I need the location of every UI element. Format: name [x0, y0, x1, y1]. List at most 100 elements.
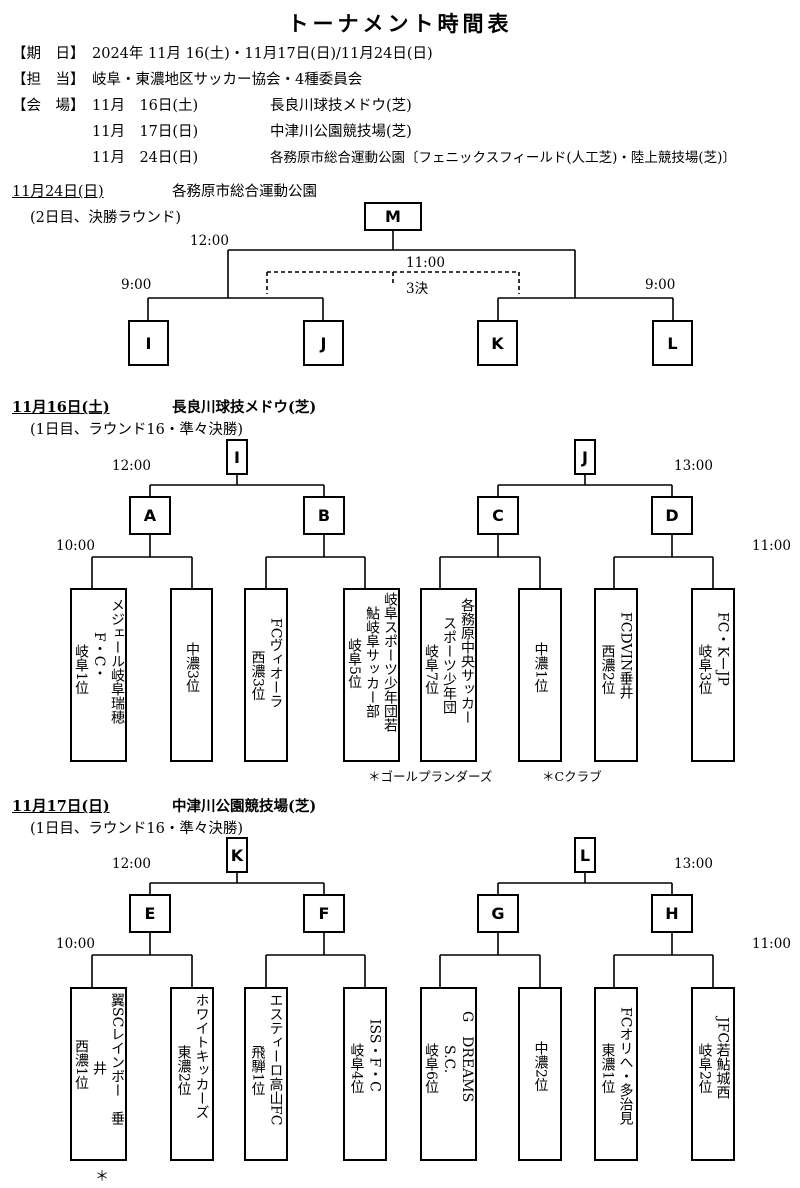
day2-time-right-r16: 11:00 [752, 936, 791, 952]
semi-left-time: 9:00 [121, 277, 152, 293]
day2-qf-box-f: F [303, 894, 345, 933]
day1-note-1: ＊ゴールプランダーズ [368, 769, 493, 784]
day1-team-5: 各務原中央サッカー スポーツ少年団 岐阜7位 [420, 588, 477, 762]
final-round-subtitle: (2日目、決勝ラウンド) [30, 210, 182, 226]
day2-team-8: JFC若鮎城西 岐阜2位 [691, 987, 735, 1161]
third-place-time: 11:00 [406, 255, 445, 271]
team-seed: 岐阜6位 [423, 1043, 439, 1094]
day2-venue: 中津川公園競技場(芝) [172, 798, 317, 815]
day2-subtitle: (1日目、ラウンド16・準々決勝) [30, 821, 243, 837]
venue-name-2: 中津川公園競技場(芝) [270, 124, 412, 140]
day2-team-6: 中濃2位 [518, 987, 562, 1161]
day1-team-4: 岐阜スポーツ少年団若 鮎岐阜サッカー部 岐阜5位 [343, 588, 400, 762]
day1-qf-box-a: A [129, 496, 171, 535]
team-seed: 西濃3位 [249, 650, 266, 701]
team-name-line2: 井 [91, 1061, 107, 1075]
org-value: 岐阜・東濃地区サッカー協会・4種委員会 [92, 72, 363, 88]
team-name: FCDVIN垂井 [617, 612, 634, 700]
team-seed: 岐阜1位 [73, 644, 89, 695]
semi-box-l: L [652, 320, 693, 366]
org-label: 【担 当】 [12, 72, 85, 88]
final-round-venue: 各務原市総合運動公園 [172, 184, 317, 200]
day1-time-right-qf: 13:00 [674, 458, 713, 474]
day2-date: 11月17日(日) [12, 798, 110, 815]
team-name: FC・KーJP [714, 612, 731, 686]
team-name: FCヴィオーラ [267, 618, 284, 709]
day1-time-right-r16: 11:00 [752, 538, 791, 554]
final-round-date: 11月24日(日) [12, 184, 104, 200]
day2-qf-box-g: G [477, 894, 519, 933]
day2-time-right-qf: 13:00 [674, 856, 713, 872]
day2-box-k: K [226, 837, 248, 873]
day1-qf-box-b: B [303, 496, 345, 535]
day2-team-2: ホワイトキッカーズ 東濃2位 [170, 987, 214, 1161]
day1-box-i: I [226, 439, 248, 475]
day2-qf-box-h: H [651, 894, 693, 933]
day2-team-7: FCオリへ・多治見 東濃1位 [594, 987, 638, 1161]
date-label: 【期 日】 [12, 46, 85, 62]
day1-team-6: 中濃1位 [518, 588, 562, 762]
semi-right-time: 9:00 [645, 277, 676, 293]
venue-date-2: 11月 17日(日) [92, 124, 199, 140]
third-place-label: 3決 [406, 281, 429, 297]
team-name-line2: 鮎岐阜サッカー部 [364, 606, 380, 718]
team-seed: 中濃3位 [184, 642, 200, 693]
day1-venue: 長良川球技メドウ(芝) [172, 399, 317, 416]
team-name: G DREAMS [459, 1011, 475, 1103]
team-name: 各務原中央サッカー [459, 598, 475, 724]
team-seed: 岐阜7位 [423, 644, 439, 695]
team-seed: 東濃1位 [599, 1043, 616, 1094]
day1-team-2: 中濃3位 [170, 588, 213, 762]
team-name-line2: F・C・ [91, 632, 107, 681]
day1-team-3: FCヴィオーラ 西濃3位 [244, 588, 288, 762]
day2-team-3: エスティーロ高山FC 飛騨1位 [244, 987, 288, 1161]
final-match-box: M [364, 202, 422, 231]
day2-time-left-qf: 12:00 [112, 856, 151, 872]
day2-box-l: L [574, 837, 596, 873]
team-name: ホワイトキッカーズ [193, 993, 210, 1119]
team-seed: 東濃2位 [175, 1045, 192, 1096]
day1-team-8: FC・KーJP 岐阜3位 [691, 588, 735, 762]
team-name: FCオリへ・多治見 [617, 1007, 634, 1126]
team-seed: 飛騨1位 [249, 1045, 266, 1096]
team-name: メジェール岐阜瑞穂 [109, 598, 125, 724]
day2-team-1: 翼SCレインボー 垂 井 西濃1位 [70, 987, 127, 1161]
day1-qf-box-c: C [477, 496, 519, 535]
day2-qf-box-e: E [129, 894, 171, 933]
team-seed: 岐阜4位 [348, 1043, 365, 1094]
team-name: 岐阜スポーツ少年団若 [382, 592, 398, 732]
venue-name-3: 各務原市総合運動公園〔フェニックスフィールド(人工芝)・陸上競技場(芝)〕 [270, 150, 736, 166]
final-time: 12:00 [190, 233, 229, 249]
team-name: 翼SCレインボー 垂 [109, 993, 125, 1126]
page-title: トーナメント時間表 [287, 11, 513, 36]
team-name: JFC若鮎城西 [714, 1017, 731, 1100]
team-seed: 岐阜2位 [696, 1043, 713, 1094]
day2-team-5: G DREAMS S.C. 岐阜6位 [420, 987, 477, 1161]
day1-box-j: J [574, 439, 596, 475]
day1-qf-box-d: D [651, 496, 693, 535]
venue-date-3: 11月 24日(日) [92, 150, 199, 166]
day1-time-left-qf: 12:00 [112, 458, 151, 474]
day1-date: 11月16日(土) [12, 399, 110, 416]
venue-date-1: 11月 16日(土) [92, 98, 199, 114]
team-seed: 岐阜5位 [346, 638, 362, 689]
day2-note-1: ＊ [95, 1169, 109, 1185]
team-seed: 岐阜3位 [696, 644, 713, 695]
semi-box-i: I [128, 320, 169, 366]
day1-team-7: FCDVIN垂井 西濃2位 [594, 588, 638, 762]
day2-time-left-r16: 10:00 [56, 936, 95, 952]
day2-team-4: ISS・F・C 岐阜4位 [343, 987, 387, 1161]
team-name-line2: スポーツ少年団 [441, 616, 457, 714]
venue-name-1: 長良川球技メドウ(芝) [270, 98, 412, 114]
team-name: ISS・F・C [366, 1019, 383, 1092]
team-seed: 中濃1位 [532, 642, 549, 693]
day1-team-1: メジェール岐阜瑞穂 F・C・ 岐阜1位 [70, 588, 127, 762]
semi-box-j: J [303, 320, 344, 366]
team-seed: 西濃2位 [599, 644, 616, 695]
venue-label: 【会 場】 [12, 98, 85, 114]
team-name-line2: S.C. [441, 1045, 457, 1074]
team-name: エスティーロ高山FC [267, 993, 284, 1126]
semi-box-k: K [477, 320, 518, 366]
team-seed: 中濃2位 [532, 1041, 549, 1092]
